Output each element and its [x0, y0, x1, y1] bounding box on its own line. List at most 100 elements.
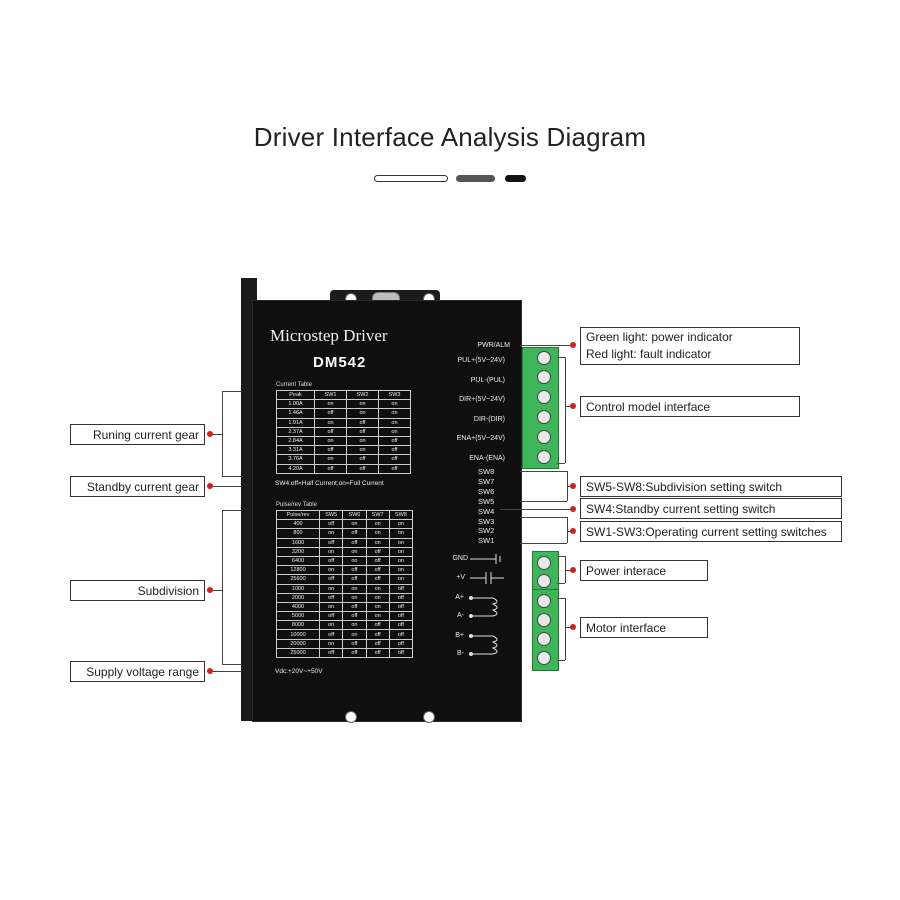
pulse-table-cell: on [319, 528, 344, 539]
terminal-screw[interactable] [537, 351, 551, 365]
pulse-table-cell: on [365, 601, 390, 613]
pulse-table-cell: off [342, 528, 367, 539]
callout-dot [570, 403, 576, 409]
bracket-line [557, 463, 565, 464]
bracket-line [520, 471, 567, 472]
bracket-line [557, 556, 565, 557]
pulse-table-cell: off [388, 620, 414, 631]
pulse-table-cell: off [342, 601, 367, 613]
current-table-cell: on [377, 417, 412, 428]
current-table-cell: on [346, 435, 379, 447]
current-table-cell: on [314, 417, 348, 428]
device-model: DM542 [313, 354, 367, 371]
pulse-table-cell: on [388, 555, 414, 567]
callout-dot [570, 624, 576, 630]
terminal-screw[interactable] [537, 594, 551, 608]
terminal-screw[interactable] [537, 556, 551, 570]
switch-label: SW2 [478, 526, 495, 536]
pulse-table-cell: on [319, 601, 344, 613]
current-table-cell: 2.37A [275, 426, 316, 437]
terminal-screw[interactable] [537, 574, 551, 588]
current-table-header-cell: SW1 [314, 389, 348, 401]
terminal-screw[interactable] [537, 632, 551, 646]
pulse-table-cell: on [365, 537, 390, 548]
bracket-line [557, 357, 565, 358]
pulse-table-cell: on [342, 519, 367, 530]
motor-pin-label: A- [457, 612, 464, 619]
carousel-indicator-1[interactable] [374, 175, 448, 182]
control-pin-label: PUL+(5V~24V) [457, 357, 505, 364]
pulse-table-cell: off [388, 647, 414, 659]
current-table-caption: Current Table [276, 382, 312, 388]
switch-label: SW8 [478, 467, 495, 476]
current-table-header-cell: SW2 [346, 389, 379, 401]
pulse-table-cell: on [388, 528, 414, 539]
pulse-table-cell: on [319, 546, 344, 557]
current-table-cell: off [346, 417, 379, 428]
motor-coil-icon [469, 596, 498, 656]
control-pin-label: DIR-(DIR) [473, 415, 505, 423]
pulse-table-cell: off [365, 574, 390, 585]
current-table-cell: on [314, 454, 348, 465]
terminal-screw[interactable] [537, 430, 551, 444]
pulse-table-cell: off [388, 592, 414, 603]
current-table-cell: 1.46A [275, 408, 316, 419]
pulse-table-cell: on [342, 629, 367, 640]
leader-line [565, 406, 573, 407]
leader-line [210, 590, 222, 591]
pulse-table-cell: off [388, 629, 414, 640]
terminal-screw[interactable] [537, 410, 551, 424]
pulse-table-cell: off [319, 592, 344, 603]
callout-dot [207, 587, 213, 593]
switch-label: SW6 [478, 486, 495, 496]
mounting-hole [423, 711, 435, 723]
terminal-screw[interactable] [537, 651, 551, 665]
pulse-table-cell: 10000 [275, 629, 321, 640]
current-table-cell: 4.20A [275, 463, 316, 474]
pulse-table-cell: 12800 [275, 565, 321, 576]
callout-dot [207, 431, 213, 437]
current-table-cell: on [314, 399, 348, 410]
leader-line [210, 671, 242, 672]
pulse-table-cell: off [388, 583, 414, 594]
pulse-table-cell: off [365, 546, 390, 557]
terminal-screw[interactable] [537, 390, 551, 404]
callout-sw5-sw8: SW5-SW8:Subdivision setting switch [580, 476, 842, 497]
power-symbol-icon [470, 554, 504, 584]
terminal-screw[interactable] [537, 450, 551, 464]
pulse-table-cell: 4000 [275, 601, 321, 613]
pulse-table-cell: 400 [275, 519, 321, 530]
mounting-hole [345, 711, 357, 723]
bracket-line [222, 510, 223, 664]
terminal-screw[interactable] [537, 370, 551, 384]
pulse-table-cell: on [388, 574, 414, 585]
terminal-screw[interactable] [537, 613, 551, 627]
current-table-cell: off [377, 463, 412, 474]
pulse-table-cell: on [319, 583, 344, 594]
pulse-table-cell: on [342, 620, 367, 631]
pulse-table-cell: off [319, 629, 344, 640]
leader-line [565, 570, 573, 571]
carousel-indicator-3[interactable] [505, 175, 526, 182]
pulse-table-header-cell: Pulse/rev [275, 509, 321, 521]
bracket-line [520, 543, 567, 544]
carousel-indicator-2[interactable] [456, 175, 495, 182]
pulse-table-cell: on [388, 537, 414, 548]
gnd-pin-label: GND [452, 555, 468, 562]
pulse-table-cell: off [319, 519, 344, 530]
control-pin-label: ENA+(5V~24V) [456, 435, 505, 442]
leader-line [500, 509, 573, 510]
pulse-table-cell: on [388, 519, 414, 530]
pulse-table-cell: off [388, 601, 414, 613]
current-table-cell: on [346, 399, 379, 410]
control-terminal-block[interactable] [522, 347, 559, 469]
